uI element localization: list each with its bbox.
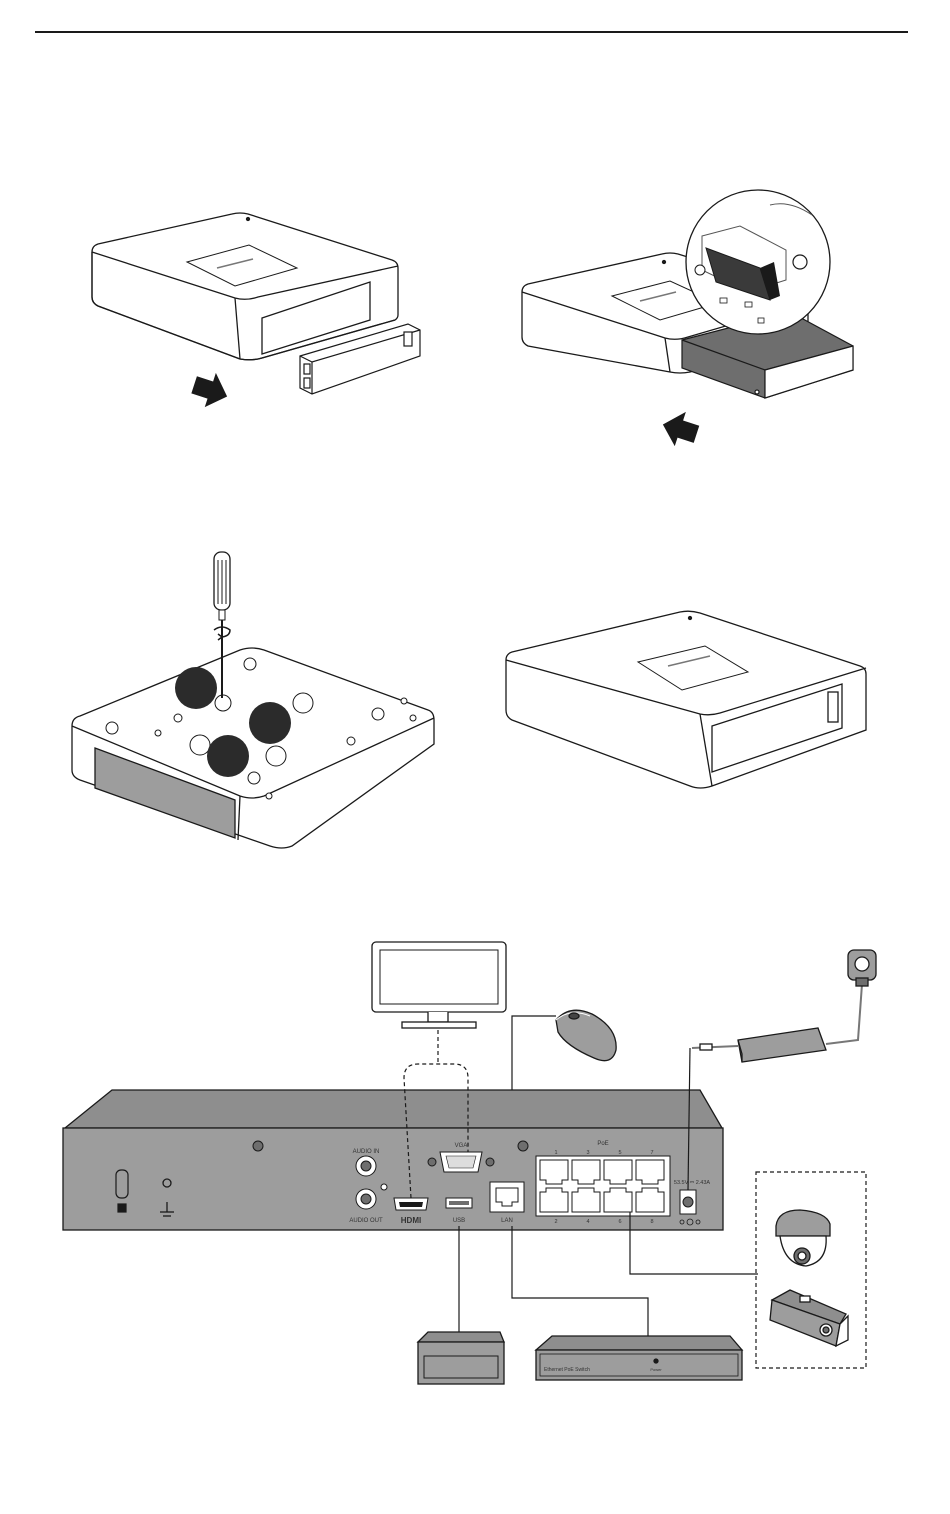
sata-connector-zoom — [686, 190, 830, 334]
step-marker-3 — [207, 735, 249, 777]
poe-port-block — [536, 1156, 670, 1216]
power-adapter-icon — [692, 984, 862, 1062]
audio-in-port[interactable] — [356, 1156, 376, 1176]
screw-left — [253, 1141, 263, 1151]
nvr-bottom-view — [72, 648, 434, 848]
power-label: 53.5V ⎓ 2.43A — [674, 1180, 711, 1186]
lan-label: LAN — [501, 1218, 513, 1224]
mouse-icon — [556, 1010, 616, 1061]
hdmi-label: HDMI — [401, 1216, 421, 1225]
poe-number-3: 3 — [586, 1150, 589, 1156]
step-fasten-screws — [72, 552, 434, 848]
mouse-cable — [512, 1016, 556, 1090]
poe-number-5: 5 — [618, 1150, 621, 1156]
nvr-rear-panel: AUDIO IN AUDIO OUT HDMI VGA USB LAN — [63, 1090, 723, 1230]
bullet-camera-icon — [770, 1290, 848, 1346]
arrow-right-icon — [189, 368, 233, 413]
monitor-icon — [372, 942, 506, 1028]
power-port[interactable] — [680, 1190, 696, 1214]
step-close-unit — [506, 611, 866, 788]
poe-switch-label: Ethernet PoE Switch — [544, 1367, 590, 1373]
poe-number-2: 2 — [554, 1219, 557, 1225]
nvr-top-surface — [65, 1090, 722, 1128]
usb-port[interactable] — [446, 1198, 472, 1208]
poe-number-8: 8 — [650, 1219, 653, 1225]
arrow-left-icon — [658, 406, 702, 451]
power-plug-icon — [848, 950, 876, 986]
lan-port[interactable] — [490, 1182, 524, 1212]
audio-out-port[interactable] — [356, 1189, 376, 1209]
poe-number-1: 1 — [554, 1150, 557, 1156]
step-marker-2 — [249, 702, 291, 744]
lan-cable — [512, 1226, 648, 1336]
poe-switch-power-label: Power — [650, 1367, 662, 1372]
vga-label: VGA — [455, 1143, 468, 1149]
step-marker-1 — [175, 667, 217, 709]
audio-in-label: AUDIO IN — [353, 1149, 380, 1155]
dome-camera-icon — [776, 1210, 830, 1266]
nvr-closed-unit — [92, 213, 398, 360]
poe-label: PoE — [597, 1141, 608, 1147]
step-insert-hdd — [522, 190, 853, 451]
screw-right — [518, 1141, 528, 1151]
step-remove-cover — [92, 213, 420, 413]
camera-group-frame — [756, 1172, 866, 1368]
usb-drive-icon — [418, 1332, 504, 1384]
poe-number-6: 6 — [618, 1219, 621, 1225]
usb-label: USB — [453, 1218, 465, 1224]
poe-number-7: 7 — [650, 1150, 653, 1156]
poe-number-4: 4 — [586, 1219, 589, 1225]
audio-out-label: AUDIO OUT — [349, 1218, 383, 1224]
hdmi-port[interactable] — [394, 1198, 428, 1210]
audio-led — [381, 1184, 387, 1190]
poe-switch — [536, 1336, 742, 1380]
